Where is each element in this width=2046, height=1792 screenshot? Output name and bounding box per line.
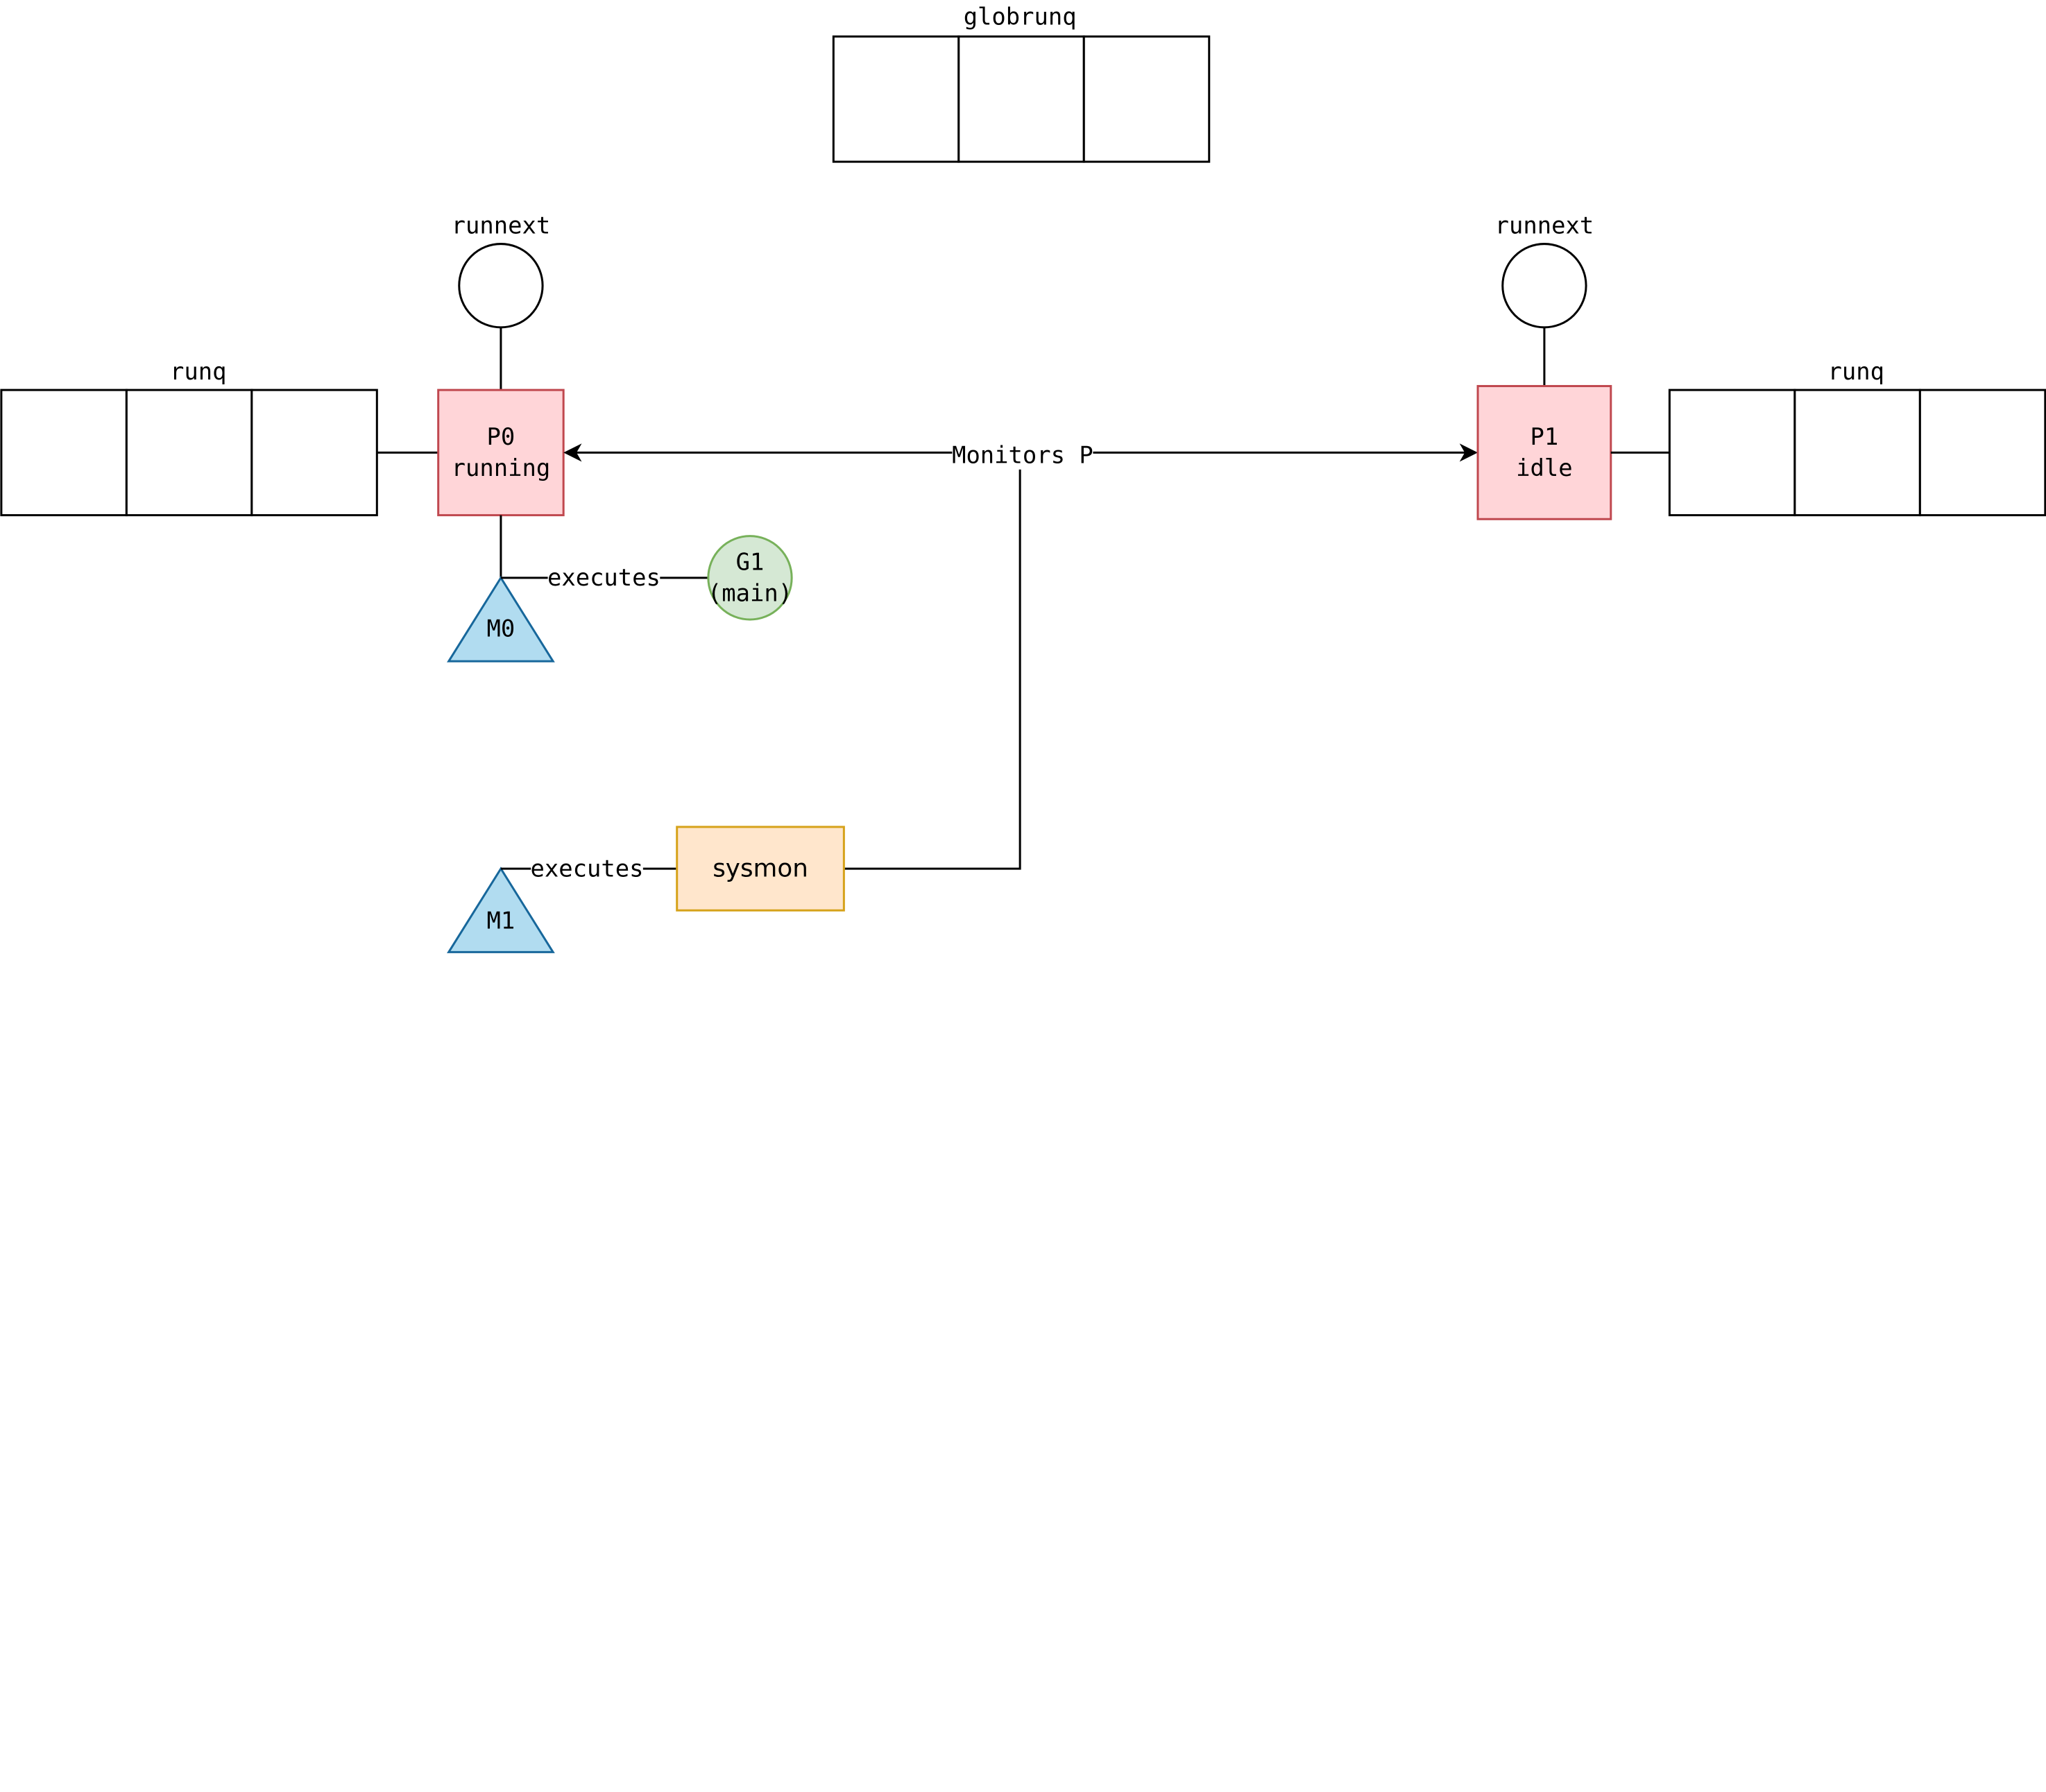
globrunq-label: globrunq bbox=[964, 3, 1077, 31]
m0-group: M0 executes G1 (main) bbox=[447, 535, 793, 663]
p1-state: idle bbox=[1516, 454, 1572, 481]
m0-machine-triangle bbox=[447, 576, 555, 663]
sysmon-name: sysmon bbox=[713, 854, 808, 882]
m1-group: M1 executes sysmon bbox=[447, 826, 845, 953]
p1-runq-cell bbox=[1918, 389, 2046, 517]
globrunq-cell bbox=[957, 35, 1085, 163]
p0-runq-cell bbox=[125, 389, 253, 517]
p0-group: runnext runq P0 running bbox=[0, 212, 565, 578]
m1-executes-label: executes bbox=[531, 855, 644, 882]
p0-runq-cell bbox=[0, 389, 128, 517]
p0-runq-cell bbox=[250, 389, 378, 517]
p1-runnext-label: runnext bbox=[1495, 212, 1594, 239]
p1-runq-cell bbox=[1793, 389, 1921, 517]
monitors-p-label: Monitors P bbox=[952, 441, 1093, 468]
p0-runnext-slot bbox=[458, 243, 544, 329]
monitors-group: Monitors P bbox=[563, 441, 1478, 870]
g1-goroutine-circle bbox=[707, 535, 793, 621]
p1-group: runnext P1 idle runq bbox=[1476, 212, 2046, 520]
m0-name: M0 bbox=[487, 615, 515, 642]
p0-name: P0 bbox=[487, 423, 515, 450]
m1-machine-triangle bbox=[447, 867, 555, 953]
globrunq-cell bbox=[832, 35, 960, 163]
p0-runq-label: runq bbox=[170, 358, 226, 385]
p0-state: running bbox=[452, 454, 551, 481]
globrunq-group: globrunq bbox=[832, 3, 1211, 163]
p1-processor-box bbox=[1476, 384, 1612, 520]
diagram-svg: globrunq runnext runq P0 running M0 exec… bbox=[0, 3, 2046, 953]
p0-runnext-label: runnext bbox=[452, 212, 551, 239]
sysmon-monitor-connector bbox=[844, 469, 1021, 870]
p1-name: P1 bbox=[1531, 423, 1559, 450]
p1-runq-label: runq bbox=[1828, 358, 1884, 385]
globrunq-cell bbox=[1082, 35, 1211, 163]
sysmon-box bbox=[676, 826, 845, 912]
g1-detail: (main) bbox=[708, 580, 792, 607]
p1-runq-cell bbox=[1668, 389, 1796, 517]
g1-name: G1 bbox=[736, 549, 765, 576]
p0-processor-box bbox=[437, 389, 565, 517]
m1-name: M1 bbox=[487, 907, 515, 935]
p1-runnext-slot bbox=[1501, 243, 1587, 329]
m0-executes-label: executes bbox=[547, 564, 660, 591]
